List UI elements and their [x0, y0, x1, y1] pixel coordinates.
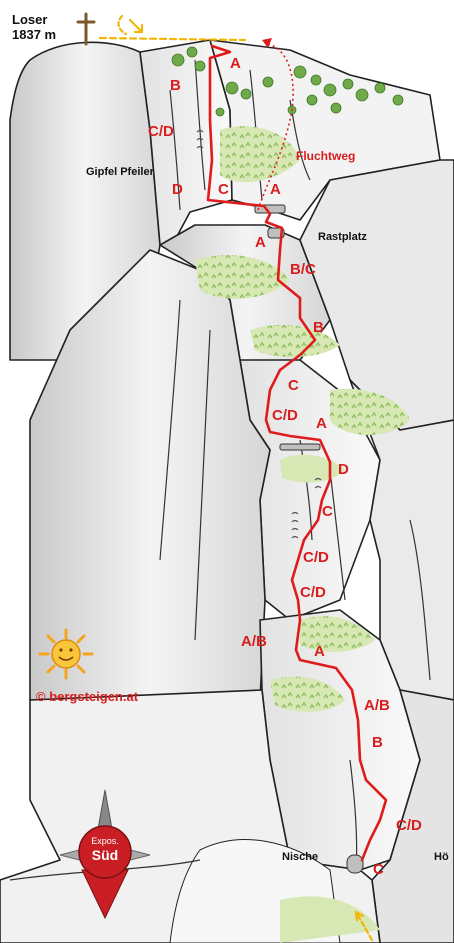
niche-label: Nische — [282, 852, 318, 863]
summit-name: Loser — [12, 12, 56, 27]
compass-line-2: Süd — [79, 847, 131, 863]
grade-label: A — [230, 56, 241, 71]
grade-label: C — [218, 182, 229, 197]
grade-label: C/D — [148, 124, 174, 139]
grade-label: C/D — [300, 585, 326, 600]
grade-label: A — [255, 235, 266, 250]
grade-label: C — [322, 504, 333, 519]
grade-label: D — [338, 462, 349, 477]
grade-label: A/B — [241, 634, 267, 649]
grade-label: C — [288, 378, 299, 393]
right-edge-label: Hö — [434, 852, 449, 863]
compass-line-1: Expos. — [79, 836, 131, 847]
pillar-label: Gipfel Pfeiler — [86, 167, 154, 178]
grade-label: B — [372, 735, 383, 750]
summit-direction-arrows — [100, 16, 245, 40]
grade-label: A — [314, 644, 325, 659]
grade-label: C/D — [396, 818, 422, 833]
credit-label: © bergsteigen.at — [36, 690, 138, 703]
grade-label: A — [316, 416, 327, 431]
sun-logo-icon — [40, 630, 92, 678]
grade-label: D — [172, 182, 183, 197]
grade-label: B/C — [290, 262, 316, 277]
grade-label: C/D — [303, 550, 329, 565]
grade-label: C — [373, 862, 384, 877]
grade-label: B — [170, 78, 181, 93]
summit-label: Loser 1837 m — [12, 12, 56, 42]
grade-label: C/D — [272, 408, 298, 423]
summit-cross-icon — [78, 14, 94, 44]
summit-altitude: 1837 m — [12, 27, 56, 42]
rest-spot-label: Rastplatz — [318, 232, 367, 243]
compass-text: Expos. Süd — [79, 836, 131, 863]
grade-label: B — [313, 320, 324, 335]
escape-route-label: Fluchtweg — [296, 150, 355, 162]
grade-label: A — [270, 182, 281, 197]
grade-label: A/B — [364, 698, 390, 713]
